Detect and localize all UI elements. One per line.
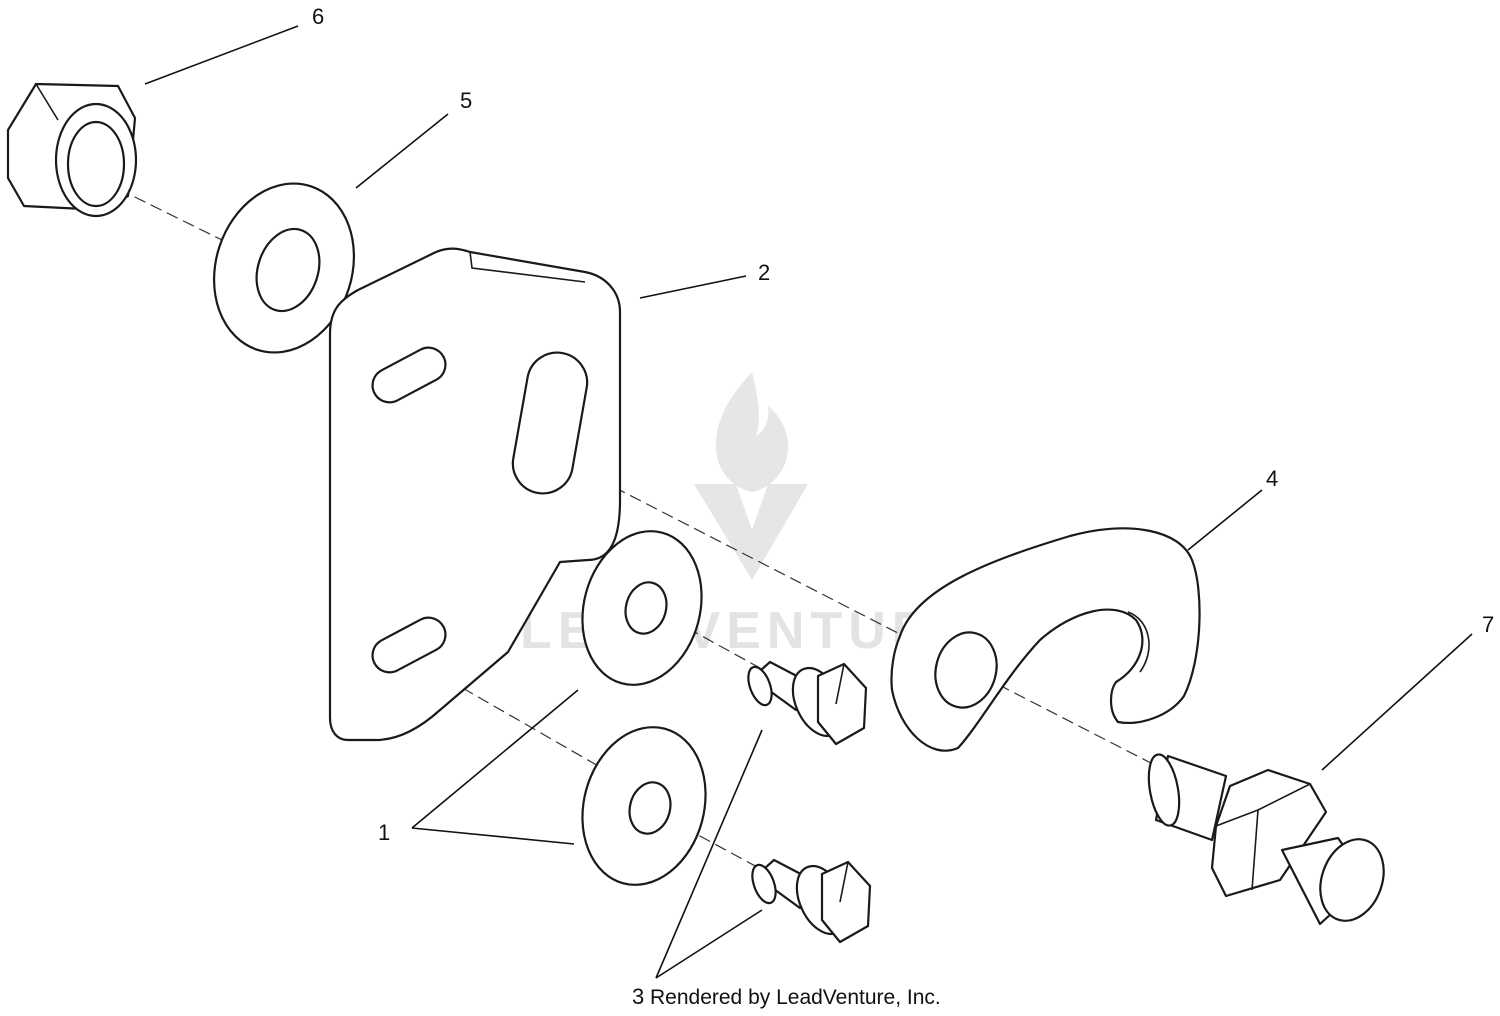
pin-collar-edge-vertical [1251,809,1259,891]
leader-lines [144,25,1473,979]
washer-hole [255,227,321,313]
plate-edge-top [469,251,586,283]
bolt-upper-shank-end [747,665,773,707]
leader-1a [411,689,579,829]
plate-slot-upper-right [511,351,589,495]
step-pin-part-7 [1147,753,1385,926]
hex-nut-part-6 [6,82,138,218]
pin-tip-end [1319,838,1385,922]
bolt-upper-hex-edge [835,663,845,705]
leader-2 [639,275,747,299]
callout-5: 5 [460,88,472,113]
leader-3b [655,909,763,979]
hook-hole [934,631,998,709]
watermark-flame-icon [716,372,788,492]
mounting-plate-part-2 [328,247,622,742]
plate-slot-upper-left [371,346,447,404]
washer-part-1-lower [581,726,707,886]
leader-1b [411,827,575,845]
washer-upper-hole [624,581,668,635]
callout-1: 1 [378,820,390,845]
callout-labels: 6 5 2 4 7 1 3 [312,4,1494,1009]
latch-hook-part-4 [890,527,1201,752]
washer-lower-hole [628,781,672,835]
callout-4: 4 [1266,466,1278,491]
callout-6: 6 [312,4,324,29]
leader-4 [1187,489,1263,551]
leader-5 [355,113,449,189]
bolt-lower-hex-edge [839,861,849,903]
leader-3a [655,729,763,979]
pin-hex-collar [1210,768,1328,898]
callout-2: 2 [758,260,770,285]
washer-part-1-upper [581,530,703,686]
hook-inner-edge [1127,611,1150,673]
watermark-v-icon [694,484,808,580]
washer-part-5 [212,182,356,354]
leader-7 [1321,633,1473,771]
callout-3: 3 [632,984,644,1009]
plate-slot-lower-left [371,616,447,674]
plate-outline [328,247,622,742]
callout-7: 7 [1482,612,1494,637]
flange-bolt-part-3-upper [747,660,868,746]
pin-shank-end [1147,753,1181,827]
hex-nut-edge [35,83,59,121]
leader-6 [144,25,299,85]
flange-bolt-part-3-lower [751,858,872,944]
render-credit: Rendered by LeadVenture, Inc. [650,986,941,1009]
bolt-lower-shank-end [751,863,777,905]
hook-body [890,527,1201,752]
hex-nut-bore [66,120,126,208]
